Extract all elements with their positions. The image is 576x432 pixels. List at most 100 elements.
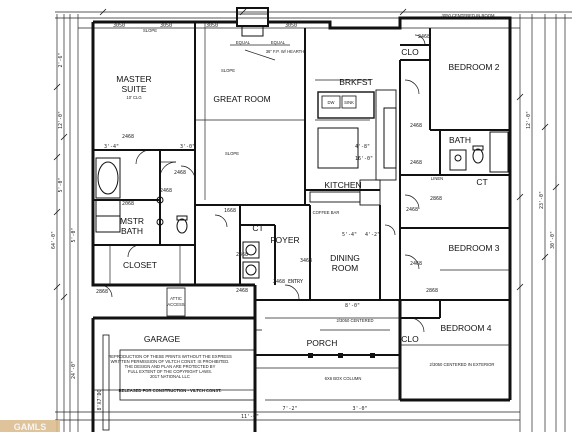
equal-note-1: EQUAL — [236, 40, 251, 45]
clo-bottom-label: CLO — [401, 334, 419, 344]
copyright-notice: REPRODUCTION OF THESE PRINTS WITHOUT THE… — [108, 354, 232, 393]
equal-note-2: EQUAL — [271, 40, 286, 45]
dimension-codes: 3050 3050 3050 3050 2468 2468 2468 2468 … — [96, 23, 442, 295]
watermark: GAMLS — [0, 420, 60, 432]
attic-access-label-2: ACCESS — [167, 302, 184, 307]
kitchen-cabinets — [309, 89, 397, 206]
centered-exterior-note: 2/3050 CENTERED IN EXTERIOR — [430, 362, 495, 367]
dimension-lines — [55, 11, 572, 432]
attic-access-label-1: ATTIC — [170, 296, 182, 301]
master-suite-label-1: MASTER — [116, 74, 151, 84]
slope-note-3: SLOPE — [225, 151, 239, 156]
dim-2468-h: 2468 — [406, 207, 418, 213]
bedroom-2-label: BEDROOM 2 — [448, 62, 499, 72]
fireplace — [236, 7, 269, 37]
dim-3050-a: 3050 — [113, 23, 125, 29]
kitchen-label: KITCHEN — [324, 180, 361, 190]
master-bath-fixtures — [95, 157, 188, 234]
dim-1668: 1668 — [224, 208, 236, 214]
brkfst-label: BRKFST — [339, 77, 373, 87]
centered-porch-note: 2/3050 CENTERED — [336, 318, 373, 323]
watermark-text: GAMLS — [14, 422, 47, 432]
dim-h-mid-1: 3'-4" — [104, 144, 119, 150]
dim-3050-d: 3050 — [285, 23, 297, 29]
dim-v-left-6: 24'-0" — [71, 361, 77, 379]
dw-note: DW — [328, 100, 335, 105]
bedroom-4-label: BEDROOM 4 — [440, 323, 491, 333]
plan-notes: EQUAL EQUAL 36" F.P. W/ HEARTH 3050 CENT… — [143, 13, 495, 381]
dim-h-mid-6: 4'-2" — [365, 232, 380, 238]
dim-2468-a: 2468 — [174, 170, 186, 176]
dim-2868-a: 2868 — [430, 196, 442, 202]
dim-2468-d: 2468 — [410, 261, 422, 267]
mstr-bath-label-2: BATH — [121, 226, 143, 236]
dim-v-garage: 8'X7'DO — [97, 389, 103, 410]
dim-2468-e: 2468 — [160, 188, 172, 194]
dim-v-right-3: 30'-0" — [550, 231, 556, 249]
entry-label: 2468 ENTRY — [273, 279, 303, 285]
dim-v-left-3: 5'-0" — [58, 177, 64, 192]
door-swings — [99, 34, 426, 333]
reproduction-line-5: 2017 NATIONAL LLC — [150, 374, 190, 379]
dim-3468: 3468 — [300, 258, 312, 264]
mstr-bath-label-1: MSTR — [120, 216, 144, 226]
dim-v-left-1: 2'-6" — [58, 52, 64, 67]
dim-h-mid-2: 3'-0" — [180, 144, 195, 150]
hearth-note: 36" F.P. W/ HEARTH — [266, 49, 305, 54]
dim-h-mid-4: 16'-0" — [355, 156, 373, 162]
dim-2468-b: 2468 — [410, 123, 422, 129]
slope-note-2: SLOPE — [221, 68, 235, 73]
ct-label: CT — [476, 177, 487, 187]
rotated-dimensions: 2'-6" 12'-0" 5'-0" 5'-0" 64'-0" 24'-0" 1… — [51, 52, 556, 420]
foyer-label: FOYER — [270, 235, 299, 245]
master-suite-label-2: SUITE — [121, 84, 146, 94]
garage-details — [102, 287, 262, 431]
reproduction-line-1: REPRODUCTION OF THESE PRINTS WITHOUT THE… — [108, 354, 232, 359]
dimension-ticks — [53, 8, 560, 301]
room-labels: MASTER SUITE 10' CLG GREAT ROOM BRKFST K… — [116, 47, 499, 348]
reproduction-line-3: THE DESIGN AND PLAN ARE PROTECTED BY — [125, 364, 216, 369]
dim-3050-b: 3050 — [160, 23, 172, 29]
dim-2868-c: 2868 — [96, 289, 108, 295]
dim-h-bottom-3: 3'-0" — [352, 406, 367, 412]
great-room-label: GREAT ROOM — [213, 94, 270, 104]
dim-h-mid-5: 5'-4" — [342, 232, 357, 238]
dim-2468-f: 2468 — [236, 252, 248, 258]
exterior-walls — [91, 16, 512, 432]
dim-2468-g: 2468 — [236, 288, 248, 294]
dim-v-right-1: 12'-0" — [526, 111, 532, 129]
linen-label: LINEN — [431, 176, 443, 181]
dim-v-right-2: 23'-0" — [539, 191, 545, 209]
dim-2868-b: 2868 — [426, 288, 438, 294]
reproduction-line-4: FULL EXTENT OF THE COPYRIGHT LAWS. — [128, 369, 212, 374]
sink-note: SINK — [344, 100, 354, 105]
dim-v-left-2: 12'-0" — [58, 111, 64, 129]
slope-note-1: SLOPE — [143, 28, 157, 33]
master-ceiling-label: 10' CLG — [126, 95, 141, 100]
dim-3050-c: 3050 — [206, 23, 218, 29]
dim-v-left-4: 5'-0" — [71, 227, 77, 242]
bath-label: BATH — [449, 135, 471, 145]
closet-label: CLOSET — [123, 260, 157, 270]
garage-label: GARAGE — [144, 334, 181, 344]
dining-room-label-2: ROOM — [332, 263, 358, 273]
detail-lines — [93, 22, 510, 401]
dim-h-mid-3: 4'-8" — [355, 144, 370, 150]
coffee-bar-label: COFFEE BAR — [313, 210, 340, 215]
dim-v-left-5: 64'-0" — [51, 231, 57, 249]
dining-room-label-1: DINING — [330, 253, 360, 263]
bath-fixtures — [449, 131, 509, 173]
dim-2468-c: 2468 — [410, 160, 422, 166]
reproduction-line-2: WRITTEN PERMISSION OF VILTCH CONST. IS P… — [111, 359, 230, 364]
ct-small-label: CT — [252, 223, 263, 233]
dim-h-bottom-2: 7'-2" — [282, 406, 297, 412]
porch-columns — [308, 353, 375, 358]
dim-2068: 2068 — [122, 201, 134, 207]
bedroom-3-label: BEDROOM 3 — [448, 243, 499, 253]
released-note: RELEASED FOR CONSTRUCTION - VILTCH CONST… — [119, 388, 222, 393]
porch-label: PORCH — [307, 338, 338, 348]
interior-walls — [93, 22, 510, 356]
dim-2468-i: 2468 — [122, 134, 134, 140]
dim-2468-j: 2468 — [418, 34, 430, 40]
